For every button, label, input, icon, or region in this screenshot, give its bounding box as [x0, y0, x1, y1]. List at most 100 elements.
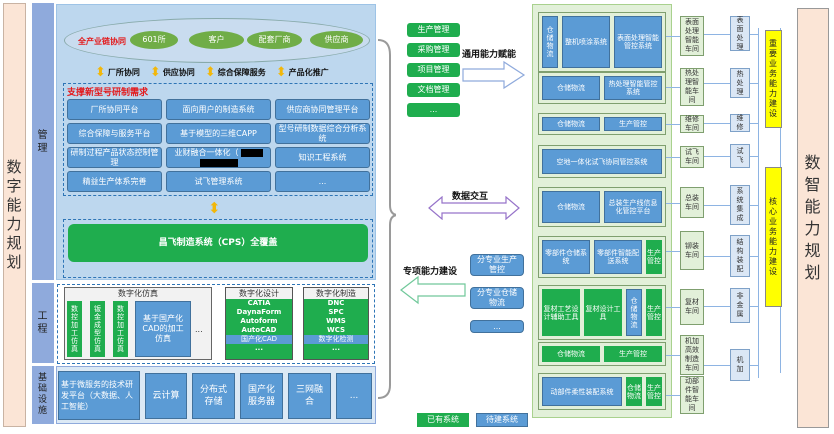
planned-system: 零部件智能配送系统	[594, 240, 642, 274]
system-section: 零部件仓储系统零部件智能配送系统生产管控	[538, 236, 666, 278]
workshop-box: 维修车间	[680, 115, 704, 133]
existing-system: 生产管控	[646, 289, 662, 336]
data-arrow-label: 数据交互	[452, 192, 489, 202]
general-mgmt-item: 采购管理	[407, 43, 460, 57]
workshop-box: 热处理智能车间	[680, 68, 704, 106]
sim-more: ...	[195, 325, 203, 334]
support-item-redacted: 业财融合一体化（	[166, 147, 271, 168]
connector	[704, 205, 730, 206]
connector	[666, 395, 680, 396]
existing-system: 复材设计工具	[584, 289, 622, 336]
double-arrow-icon: ⬍	[208, 199, 221, 217]
support-item: 厂所协同平台	[67, 99, 162, 120]
cps-section	[63, 219, 373, 278]
infra-item: 分布式存储	[192, 373, 235, 419]
special-arrow-icon	[400, 275, 466, 305]
business-box: 热处理	[730, 68, 750, 98]
sim-item-planned: 基于国产化CAD的加工仿真	[135, 301, 191, 357]
left-title: 数字能力规划	[3, 3, 26, 427]
infra-item: 国产化服务器	[240, 373, 283, 419]
double-arrow-icon: ⬍	[149, 64, 161, 80]
layer-management: 管理	[32, 3, 54, 280]
brace	[377, 39, 396, 399]
planned-system: 生产管控	[604, 117, 662, 131]
sim-item: 数控加工仿真	[67, 301, 82, 357]
workshop-box: 机加高效制造车间	[680, 335, 704, 375]
connector	[750, 156, 759, 157]
infra-item: 三网融合	[288, 373, 331, 419]
chain-node: 客户	[189, 31, 244, 49]
right-title: 数智能力规划	[797, 8, 829, 428]
planned-system: 零部件仓储系统	[542, 240, 590, 274]
connector	[704, 156, 730, 157]
support-item: 基于模型的三维CAPP	[166, 123, 271, 144]
connector	[758, 28, 759, 378]
layer-engineering: 工程	[32, 283, 54, 363]
support-item: 知识工程系统	[275, 147, 370, 168]
support-item: 综合保障与服务平台	[67, 123, 162, 144]
workshop-box: 铆装车间	[680, 231, 704, 270]
connector	[750, 33, 759, 35]
connector	[750, 123, 759, 124]
business-box: 试飞	[730, 144, 750, 168]
planned-system: 仓储物流	[542, 76, 600, 100]
connector	[704, 365, 730, 366]
planned-system: 表面处理智能管控系统	[614, 16, 662, 68]
general-mgmt-item: 项目管理	[407, 63, 460, 77]
support-item: ...	[275, 171, 370, 192]
existing-system: 仓储物流	[542, 346, 600, 362]
support-section-title: 支撑新型号研制需求	[67, 88, 149, 98]
connector	[750, 305, 759, 307]
connector	[750, 365, 759, 366]
connector	[666, 202, 680, 204]
support-item: 面向用户的制造系统	[166, 99, 271, 120]
connector	[666, 250, 680, 252]
workshop-box: 动部件智能车间	[680, 376, 704, 414]
infra-item: 基于微服务的技术研发平台（大数据、人工智能）	[58, 371, 140, 420]
legend-planned: 待建系统	[476, 413, 528, 427]
existing-system: 仓储物流	[626, 377, 642, 406]
support-grid: 厂所协同平台 面向用户的制造系统 供应商协同管理平台 综合保障与服务平台 基于模…	[67, 99, 370, 193]
existing-system: 生产管控	[604, 346, 662, 362]
system-section: 仓储物流整机喷涂系统表面处理智能管控系统	[538, 12, 666, 72]
connector	[704, 305, 730, 307]
connector	[666, 307, 680, 308]
chain-node: 601所	[130, 31, 178, 49]
system-section: 仓储物流生产管控	[538, 342, 666, 366]
infra-item: 云计算	[145, 373, 187, 419]
sim-title: 数字化仿真	[118, 289, 158, 298]
support-item: 研制过程产品状态控制管理	[67, 147, 162, 168]
planned-system: 仓储物流	[542, 117, 600, 131]
existing-system: 生产管控	[646, 240, 662, 274]
special-item: 分专业生产管控	[470, 254, 524, 276]
industry-chain-label: 全产业链协同	[78, 37, 126, 46]
connector	[666, 87, 680, 88]
special-item: ...	[470, 320, 524, 333]
business-box: 非金属	[730, 288, 750, 323]
collab-item: ⬍厂所协同	[95, 64, 140, 80]
business-box: 结构装配	[730, 235, 750, 277]
general-arrow-icon	[462, 60, 526, 90]
connector	[666, 124, 680, 125]
planned-system: 仓储物流	[626, 289, 642, 336]
connector	[704, 123, 730, 124]
special-arrow-label: 专项能力建设	[403, 267, 458, 277]
chain-node: 供应商	[310, 31, 363, 49]
double-arrow-icon: ⬍	[204, 64, 216, 80]
support-item: 供应商协同管理平台	[275, 99, 370, 120]
system-section: 仓储物流总装生产线信息化管控平台	[538, 187, 666, 227]
design-panel: 数字化设计 CATIA DaynaForm Autoform AutoCAD 国…	[225, 287, 293, 360]
support-item: 精益生产体系完善	[67, 171, 162, 192]
redaction	[240, 149, 263, 157]
system-section: 复材工艺设计辅助工具复材设计工具仓储物流生产管控	[538, 285, 666, 340]
planned-system: 仓储物流	[542, 191, 600, 223]
general-arrow-label: 通用能力赋能	[462, 50, 517, 60]
support-item: 试飞管理系统	[166, 171, 271, 192]
workshop-box: 试飞车间	[680, 146, 704, 168]
existing-system: 复材工艺设计辅助工具	[542, 289, 580, 336]
data-arrow-icon	[428, 196, 520, 220]
important-capability: 重要业务能力建设	[765, 30, 782, 128]
legend-existing: 已有系统	[417, 413, 469, 427]
planned-system: 总装生产线信息化管控平台	[604, 191, 662, 223]
collab-row: ⬍厂所协同 ⬍供应协同 ⬍综合保障服务 ⬍产品化推广	[95, 64, 355, 80]
